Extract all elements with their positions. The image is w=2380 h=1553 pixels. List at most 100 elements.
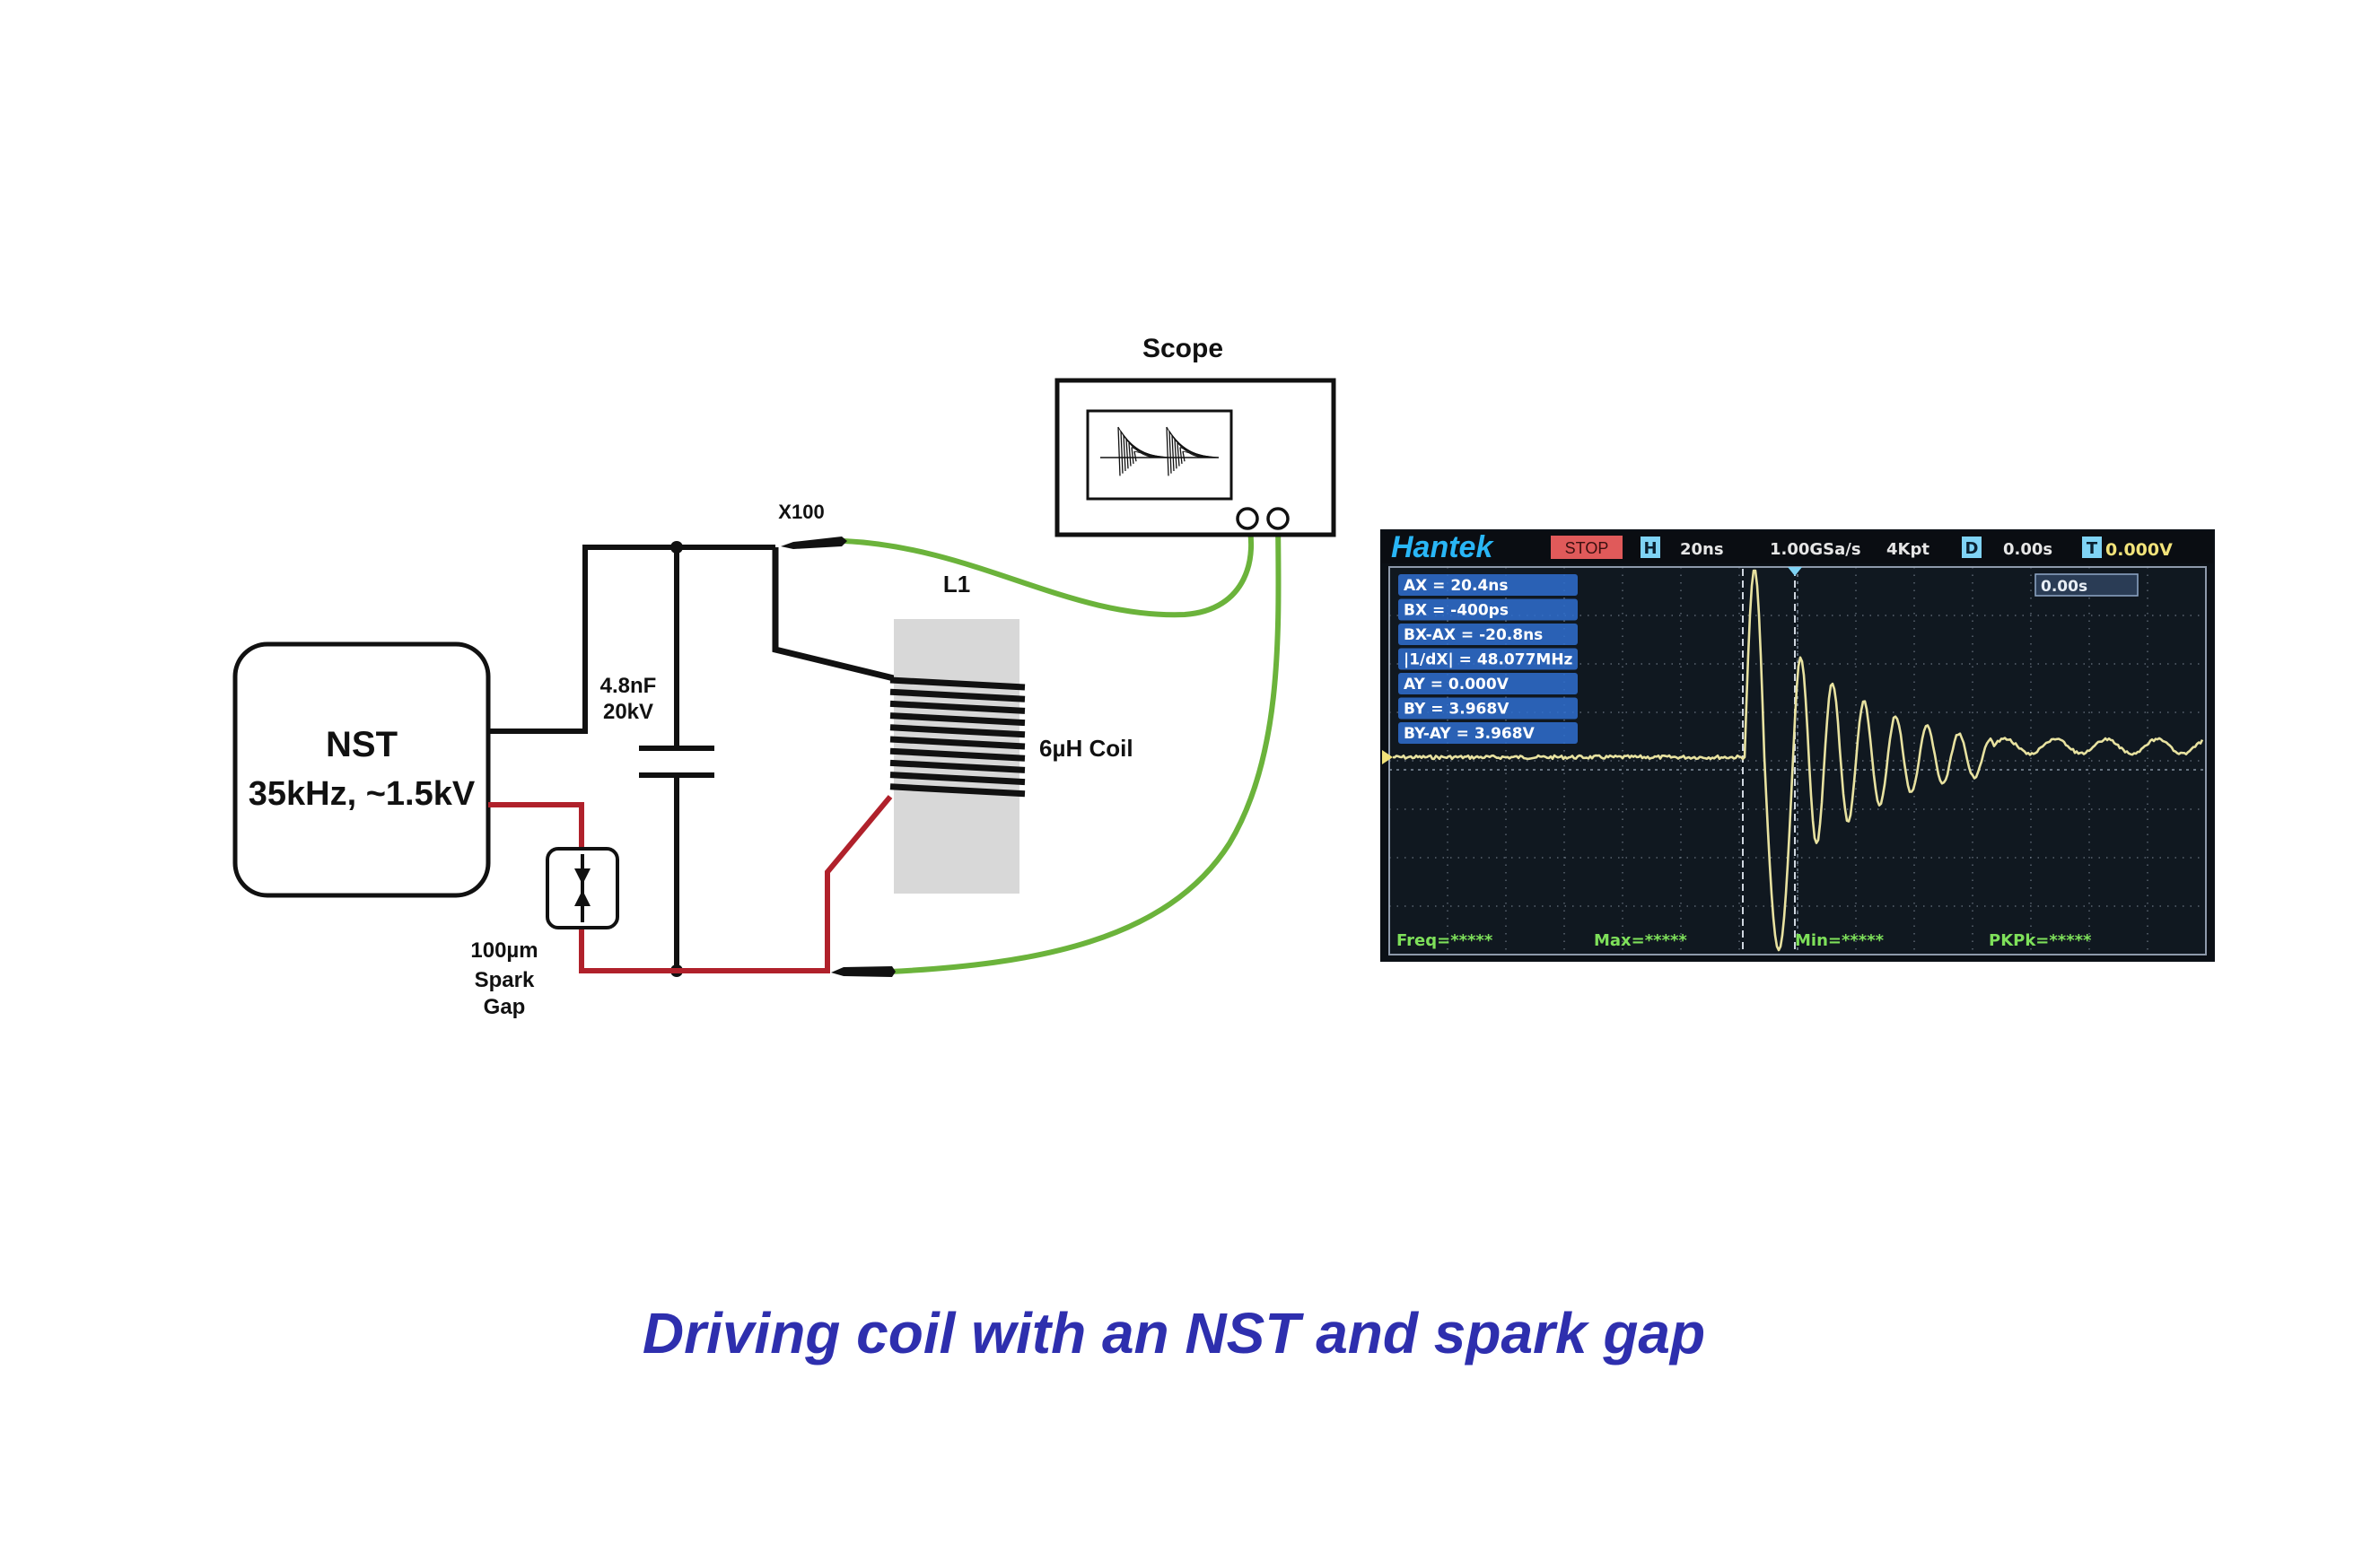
scope-stop-badge xyxy=(1551,536,1623,559)
coil-turn xyxy=(889,676,1026,691)
measurement-text: BX-AX = -20.8ns xyxy=(1404,626,1543,644)
measurement-box xyxy=(1398,697,1578,720)
scope-grid xyxy=(1389,567,2206,955)
spark-gap-label-2: Gap xyxy=(484,995,526,1019)
stat-min: Min=***** xyxy=(1795,931,1885,950)
stat-pkpk: PKPk=***** xyxy=(1989,931,2092,950)
coil-turn xyxy=(889,712,1026,727)
measurement-box xyxy=(1398,624,1578,645)
scope-screen xyxy=(1086,409,1233,501)
mini-ring xyxy=(1125,439,1129,469)
capacitor-value: 4.8nF xyxy=(600,674,657,698)
scope-brand: Hantek xyxy=(1391,530,1494,564)
circuit-schematic: NST 35kHz, ~1.5kV 4.8nF 20kV 100µm Spark… xyxy=(232,334,1336,1019)
stat-freq: Freq=***** xyxy=(1396,931,1493,950)
measurement-box xyxy=(1398,648,1578,670)
timebase: 20ns xyxy=(1680,540,1724,559)
nst-title: NST xyxy=(326,725,398,764)
oscilloscope-screenshot: Hantek STOP H 20ns 1.00GSa/s 4Kpt D 0.00… xyxy=(1380,529,2215,962)
delay-value: 0.00s xyxy=(2003,540,2052,559)
measurement-row: AX = 20.4ns xyxy=(1398,574,1578,596)
measurement-row: |1/dX| = 48.077MHz xyxy=(1398,648,1578,670)
h-badge xyxy=(1641,537,1660,558)
mini-ring xyxy=(1133,450,1137,462)
coil-turn xyxy=(889,747,1026,762)
scope-mini-waveform xyxy=(1100,426,1220,476)
mini-ring xyxy=(1128,442,1132,467)
measurement-text: AY = 0.000V xyxy=(1404,676,1509,694)
spark-gap-size: 100µm xyxy=(470,938,538,963)
nst-spec: 35kHz, ~1.5kV xyxy=(249,775,476,813)
mini-ring xyxy=(1174,439,1177,469)
mini-ring xyxy=(1182,450,1186,462)
coil-turn xyxy=(889,724,1026,738)
mini-ring xyxy=(1166,426,1169,476)
mini-decay xyxy=(1133,450,1171,458)
scope-input-ch2 xyxy=(1266,507,1290,530)
probe-tip-top xyxy=(781,537,847,549)
cursor-readout-value: 0.00s xyxy=(2041,578,2087,596)
coil-turn xyxy=(889,688,1026,702)
mini-ring xyxy=(1177,442,1180,467)
mini-decay xyxy=(1182,450,1220,458)
scope-stop-label: STOP xyxy=(1565,539,1609,557)
junction-top xyxy=(670,541,683,554)
measurement-text: |1/dX| = 48.077MHz xyxy=(1404,651,1573,669)
d-badge-label: D xyxy=(1965,539,1979,558)
probe-tip-bottom xyxy=(831,966,896,977)
measurement-text: BY = 3.968V xyxy=(1404,701,1509,719)
measurement-box xyxy=(1398,598,1578,621)
probe-attenuation: X100 xyxy=(778,501,824,523)
spark-gap-tip-bottom xyxy=(574,890,591,906)
measurement-box xyxy=(1398,574,1578,596)
wire-red-bottom xyxy=(579,795,893,973)
memory-depth: 4Kpt xyxy=(1886,540,1929,559)
spark-gap-label-1: Spark xyxy=(475,968,535,992)
mini-ring xyxy=(1123,434,1126,472)
coil-turn xyxy=(889,700,1026,714)
mini-ring xyxy=(1168,431,1172,474)
waveform-trace xyxy=(1392,569,2204,952)
coil-value: 6µH Coil xyxy=(1039,735,1133,762)
measurement-row: AY = 0.000V xyxy=(1398,673,1578,694)
measurement-box xyxy=(1398,673,1578,694)
measurement-row: BY = 3.968V xyxy=(1398,697,1578,720)
measurement-box xyxy=(1398,722,1578,744)
measurement-text: BY-AY = 3.968V xyxy=(1404,725,1536,743)
sample-rate: 1.00GSa/s xyxy=(1770,540,1861,559)
t-badge-label: T xyxy=(2087,539,2098,558)
channel-ground-marker xyxy=(1382,750,1393,764)
nst-box xyxy=(232,641,491,898)
probe-wire-bottom xyxy=(889,518,1282,974)
coil-turn xyxy=(889,759,1026,773)
trigger-position-marker xyxy=(1788,567,1802,576)
mini-ring xyxy=(1117,426,1121,476)
measurement-row: BY-AY = 3.968V xyxy=(1398,722,1578,744)
scope-header-bar xyxy=(1382,531,2213,563)
cursor-readout-box xyxy=(2034,573,2139,597)
wire-coil-top xyxy=(772,547,898,683)
mini-ring xyxy=(1131,447,1134,464)
coil-turn xyxy=(889,736,1026,750)
mini-ring xyxy=(1120,431,1124,474)
trigger-level: 0.000V xyxy=(2105,540,2173,560)
scope-label: Scope xyxy=(1142,334,1223,363)
coil-turn xyxy=(889,783,1026,798)
figure-caption: Driving coil with an NST and spark gap xyxy=(643,1301,1705,1365)
coil-name: L1 xyxy=(943,571,970,598)
coil-turn xyxy=(889,772,1026,786)
measurement-text: BX = -400ps xyxy=(1404,602,1509,620)
t-badge xyxy=(2082,537,2102,558)
measurement-text: AX = 20.4ns xyxy=(1404,577,1509,595)
capacitor-voltage: 20kV xyxy=(603,700,653,724)
coil-windings xyxy=(889,676,1026,798)
spark-gap-tip-top xyxy=(574,868,591,885)
mini-ring xyxy=(1179,447,1183,464)
measurement-row: BX = -400ps xyxy=(1398,598,1578,621)
h-badge-label: H xyxy=(1643,539,1657,558)
d-badge xyxy=(1962,537,1982,558)
probe-wire-top xyxy=(843,518,1255,618)
